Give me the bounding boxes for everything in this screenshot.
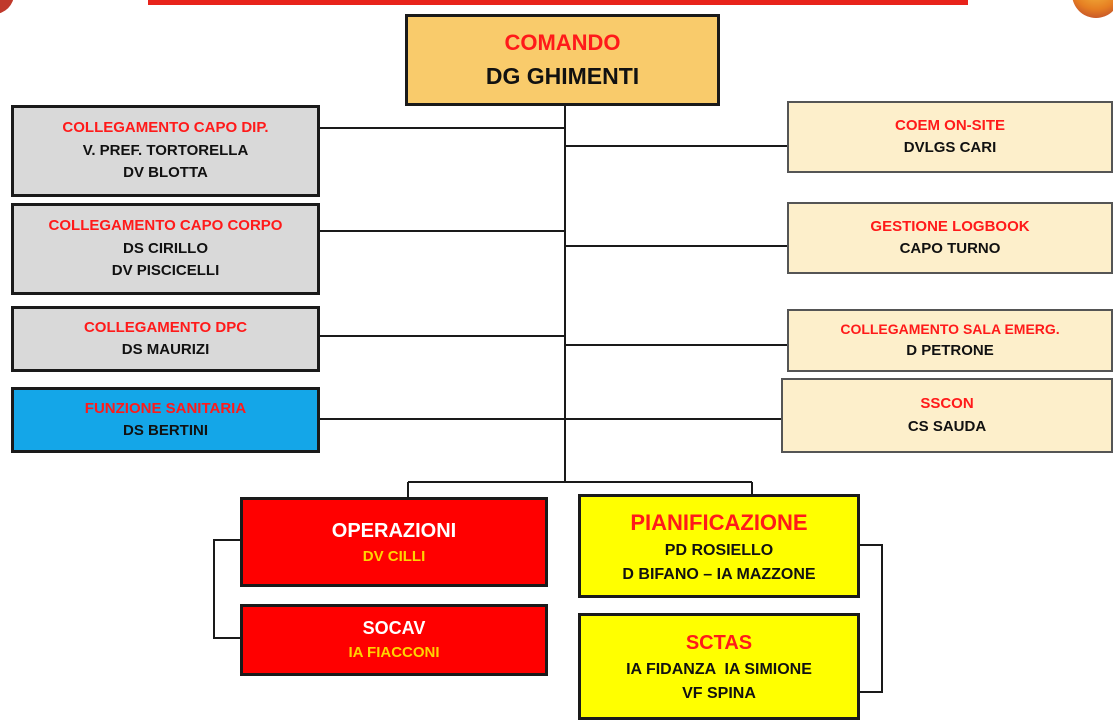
sala-emerg-box: COLLEGAMENTO SALA EMERG. D PETRONE (787, 309, 1113, 372)
sanitaria-box: FUNZIONE SANITARIA DS BERTINI (11, 387, 320, 453)
sctas-line-1: IA FIDANZA IA SIMIONE (626, 660, 812, 678)
operazioni-title: OPERAZIONI (331, 519, 457, 542)
sscon-title: SSCON (920, 395, 974, 412)
socav-line-1: IA FIACCONI (348, 644, 440, 662)
bracket-pianificazione-sctas (860, 544, 883, 693)
pianificazione-line-2: D BIFANO – IA MAZZONE (622, 565, 816, 583)
capo-dip-line-1: V. PREF. TORTORELLA (82, 141, 249, 159)
pianificazione-line-1: PD ROSIELLO (664, 541, 774, 559)
pianificazione-box: PIANIFICAZIONE PD ROSIELLO D BIFANO – IA… (578, 494, 860, 598)
sala-emerg-title: COLLEGAMENTO SALA EMERG. (840, 320, 1060, 337)
capo-corpo-title: COLLEGAMENTO CAPO CORPO (48, 217, 283, 235)
capo-corpo-line-1: DS CIRILLO (123, 239, 208, 257)
pianificazione-title: PIANIFICAZIONE (630, 509, 808, 535)
capo-dip-title: COLLEGAMENTO CAPO DIP. (62, 119, 269, 137)
coem-line-1: DVLGS CARI (903, 139, 997, 156)
sctas-box: SCTAS IA FIDANZA IA SIMIONE VF SPINA (578, 613, 860, 720)
header-red-rule (148, 0, 968, 5)
coem-title: COEM ON-SITE (894, 116, 1005, 134)
sctas-title: SCTAS (685, 631, 753, 654)
logbook-line-1: CAPO TURNO (899, 240, 1001, 257)
right-emblem-icon (1072, 0, 1113, 18)
comando-box: COMANDO DG GHIMENTI (405, 14, 720, 106)
sctas-line-2: VF SPINA (682, 684, 756, 702)
socav-box: SOCAV IA FIACCONI (240, 604, 548, 676)
dpc-line-1: DS MAURIZI (121, 341, 210, 358)
capo-corpo-line-2: DV PISCICELLI (111, 262, 220, 280)
operazioni-line-1: DV CILLI (362, 547, 426, 565)
dpc-box: COLLEGAMENTO DPC DS MAURIZI (11, 306, 320, 372)
sanitaria-line-1: DS BERTINI (122, 422, 208, 439)
logbook-title: GESTIONE LOGBOOK (870, 217, 1030, 235)
sala-emerg-line-1: D PETRONE (906, 341, 994, 359)
coem-box: COEM ON-SITE DVLGS CARI (787, 101, 1113, 173)
dpc-title: COLLEGAMENTO DPC (83, 318, 248, 336)
sanitaria-title: FUNZIONE SANITARIA (84, 399, 247, 417)
comando-title: COMANDO (504, 30, 621, 56)
capo-dip-line-2: DV BLOTTA (123, 164, 208, 182)
bracket-operazioni-socav (213, 539, 240, 639)
sscon-line-1: CS SAUDA (907, 417, 987, 435)
capo-dip-box: COLLEGAMENTO CAPO DIP. V. PREF. TORTOREL… (11, 105, 320, 197)
comando-name: DG GHIMENTI (485, 63, 640, 90)
operazioni-box: OPERAZIONI DV CILLI (240, 497, 548, 587)
capo-corpo-box: COLLEGAMENTO CAPO CORPO DS CIRILLO DV PI… (11, 203, 320, 295)
sscon-box: SSCON CS SAUDA (781, 378, 1113, 453)
socav-title: SOCAV (362, 618, 426, 639)
logbook-box: GESTIONE LOGBOOK CAPO TURNO (787, 202, 1113, 274)
